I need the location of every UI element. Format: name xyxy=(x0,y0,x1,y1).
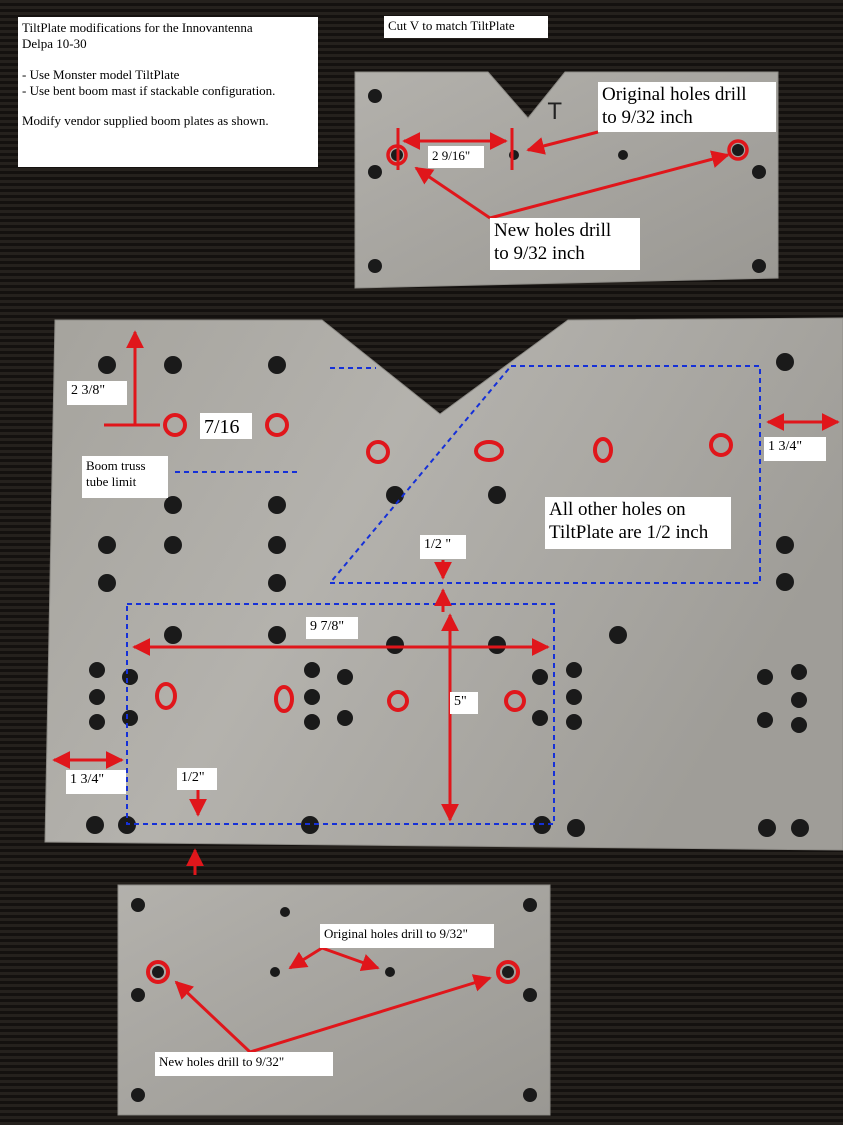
dim-half-bottom-label: 1/2" xyxy=(177,768,217,790)
notes-line-3: Modify vendor supplied boom plates as sh… xyxy=(22,113,269,128)
tilt-plate-red-rings xyxy=(155,413,733,713)
dim-1-3-4-left-label: 1 3/4" xyxy=(66,770,126,794)
boom-truss-label: Boom truss tube limit xyxy=(82,456,168,498)
dim-half-top-label: 1/2 " xyxy=(420,535,466,559)
tilt-plate-arrows xyxy=(52,330,840,875)
bottom-new-holes-label: New holes drill to 9/32" xyxy=(155,1052,333,1076)
notes-line-2: - Use bent boom mast if stackable config… xyxy=(22,82,276,98)
dim-9-7-8-label: 9 7/8" xyxy=(306,617,358,639)
all-other-holes-label: All other holes on TiltPlate are 1/2 inc… xyxy=(545,497,731,549)
dim-1-3-4-right-label: 1 3/4" xyxy=(764,437,826,461)
tilt-plate xyxy=(44,317,843,851)
bottom-plate-red-rings xyxy=(146,960,520,984)
bottom-plate-holes xyxy=(131,898,537,1102)
dim-2-3-8-label: 2 3/8" xyxy=(67,381,127,405)
plate-marker-t: T xyxy=(548,100,562,125)
top-plate-arrows xyxy=(396,128,730,220)
notes-block: TiltPlate modifications for the Innovant… xyxy=(18,17,318,167)
bottom-plate-arrows xyxy=(174,946,492,1054)
bottom-orig-holes-label: Original holes drill to 9/32" xyxy=(320,924,494,948)
top-spacing-label: 2 9/16" xyxy=(428,146,484,168)
cut-v-note: Cut V to match TiltPlate xyxy=(384,16,548,38)
bottom-boom-plate xyxy=(117,884,551,1116)
tilt-plate-holes xyxy=(86,353,809,837)
notes-title: TiltPlate modifications for the Innovant… xyxy=(22,20,253,52)
notes-line-1: - Use Monster model TiltPlate xyxy=(22,66,180,82)
dim-5-label: 5" xyxy=(450,692,478,714)
dashed-regions xyxy=(126,365,761,825)
dim-7-16-label: 7/16 xyxy=(200,413,252,439)
top-new-holes-label: New holes drill to 9/32 inch xyxy=(490,218,640,270)
top-orig-holes-label: Original holes drill to 9/32 inch xyxy=(598,82,776,132)
